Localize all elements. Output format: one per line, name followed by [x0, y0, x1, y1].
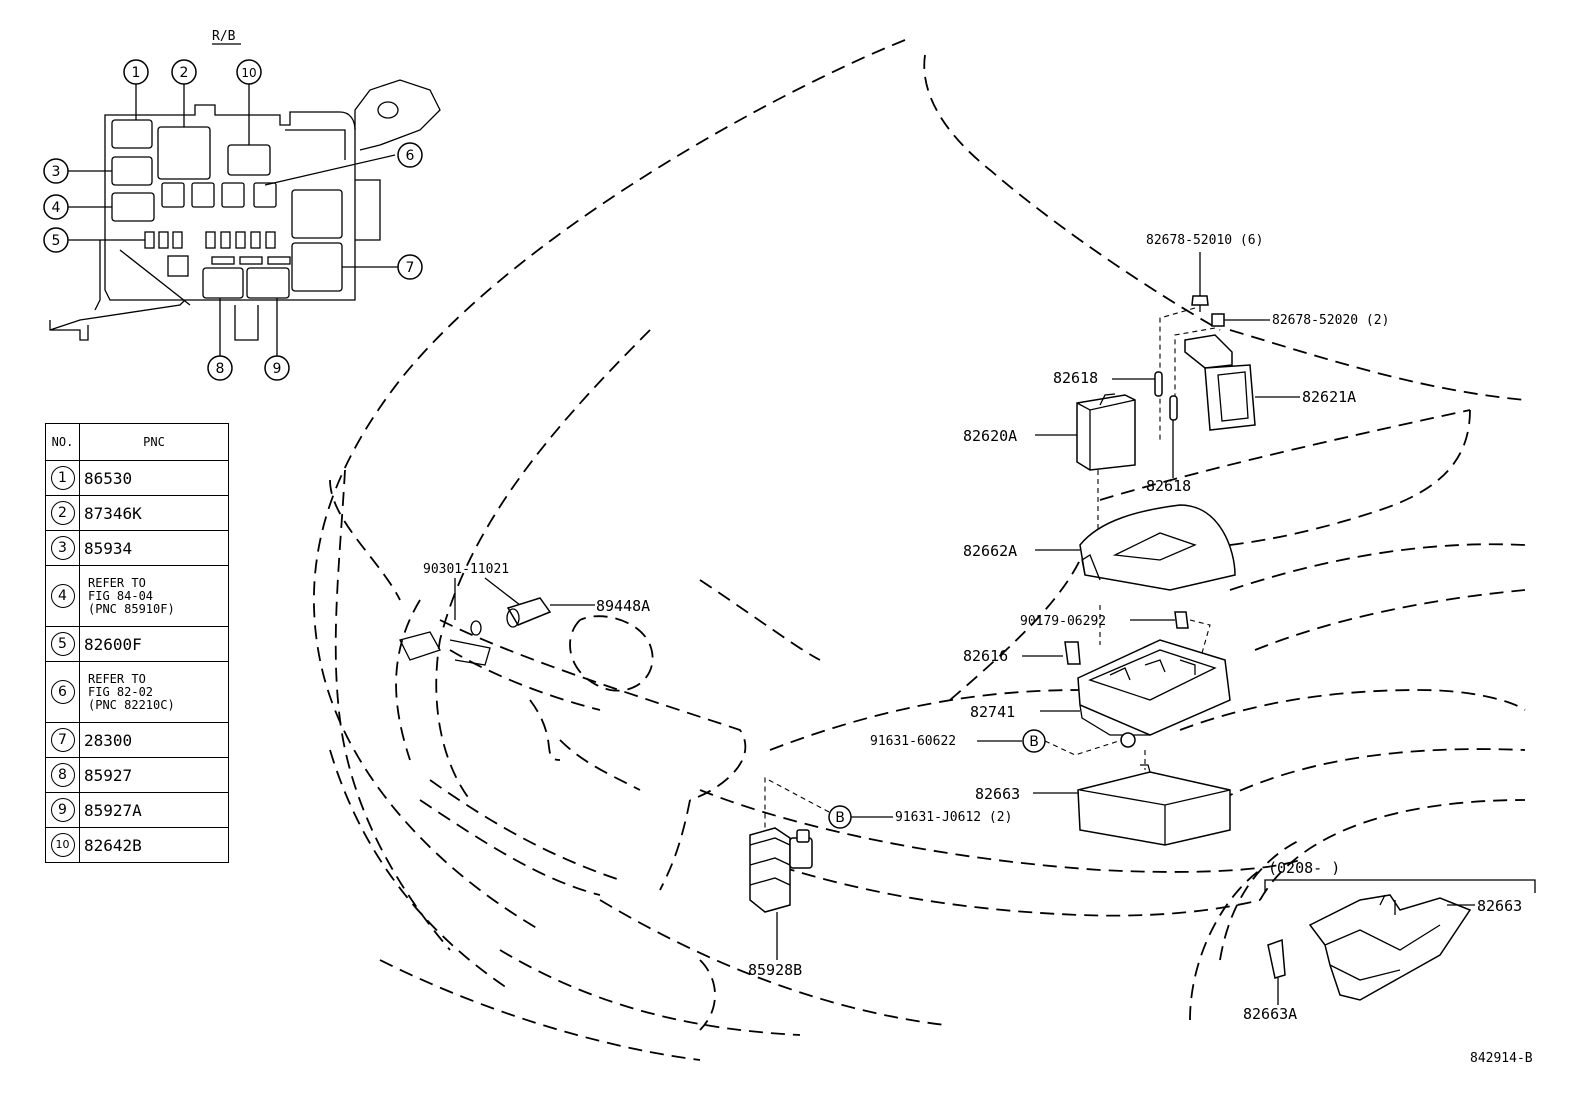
callout-4: 4	[43, 194, 69, 220]
row-number: 3	[50, 536, 75, 560]
svg-text:B: B	[1029, 734, 1039, 750]
table-row: 5 82600F	[45, 626, 229, 662]
relay-block-inset: R/B	[43, 29, 441, 381]
row-number: 2	[50, 501, 75, 525]
svg-text:3: 3	[52, 164, 61, 180]
row-pnc: 85934	[79, 530, 229, 566]
row-pnc: 28300	[79, 722, 229, 758]
callout-5: 5	[43, 227, 69, 253]
svg-text:90179-06292: 90179-06292	[1020, 614, 1106, 629]
svg-text:82618: 82618	[1053, 369, 1098, 387]
part-82621A: 82621A	[1184, 334, 1356, 431]
col-header-no: NO.	[45, 423, 80, 461]
part-82663: 82663	[975, 750, 1231, 846]
row-number: 6	[50, 680, 75, 704]
table-row: 4 REFER TO FIG 84-04 (PNC 85910F)	[45, 565, 229, 627]
row-pnc-line2: FIG 82-02	[88, 684, 154, 699]
part-90179: 90179-06292	[1020, 611, 1211, 661]
part-82678-bolts: 82678-52010 (6) 82678-52020 (2)	[1146, 233, 1389, 440]
row-pnc: 86530	[79, 460, 229, 496]
row-number: 10	[50, 833, 75, 857]
callout-8: 8	[207, 355, 233, 381]
part-85928B: 85928B	[748, 827, 813, 979]
row-pnc: 87346K	[79, 495, 229, 531]
callout-9: 9	[264, 355, 290, 381]
table-row: 6 REFER TO FIG 82-02 (PNC 82210C)	[45, 661, 229, 723]
row-pnc: 85927	[79, 757, 229, 793]
part-89448A: 90301-11021 89448A	[399, 562, 650, 666]
svg-text:82663: 82663	[1477, 897, 1522, 915]
callout-10: 10	[236, 59, 262, 85]
part-82620A: 82620A	[963, 393, 1136, 471]
svg-text:6: 6	[406, 148, 415, 164]
callout-6: 6	[397, 142, 423, 168]
table-row: 3 85934	[45, 530, 229, 566]
svg-text:1: 1	[132, 65, 141, 81]
callout-2: 2	[171, 59, 197, 85]
table-row: 9 85927A	[45, 792, 229, 828]
callout-7: 7	[397, 254, 423, 280]
row-number: 7	[50, 728, 75, 752]
figure-id: 842914-B	[1470, 1051, 1533, 1066]
inset-0208: (0208- ) 82663 82663A	[1243, 859, 1536, 1023]
svg-text:85928B: 85928B	[748, 961, 802, 979]
table-row: 2 87346K	[45, 495, 229, 531]
svg-text:82620A: 82620A	[963, 427, 1017, 445]
svg-text:(0208- ): (0208- )	[1268, 859, 1340, 877]
row-number: 4	[50, 584, 75, 608]
row-pnc-line3: (PNC 82210C)	[88, 697, 175, 712]
svg-text:82678-52020 (2): 82678-52020 (2)	[1272, 313, 1389, 328]
svg-text:8: 8	[216, 361, 225, 377]
row-number: 1	[50, 466, 75, 490]
svg-text:7: 7	[406, 260, 415, 276]
callout-3: 3	[43, 158, 69, 184]
svg-text:2: 2	[180, 65, 189, 81]
row-pnc: 82642B	[79, 827, 229, 863]
table-row: 10 82642B	[45, 827, 229, 863]
part-91631-J0612: B 91631-J0612 (2)	[764, 777, 1012, 830]
svg-text:82678-52010 (6): 82678-52010 (6)	[1146, 233, 1263, 248]
row-number: 9	[50, 798, 75, 822]
row-number: 5	[50, 632, 75, 656]
svg-text:B: B	[835, 810, 845, 826]
svg-text:82616: 82616	[963, 647, 1008, 665]
svg-text:91631-J0612 (2): 91631-J0612 (2)	[895, 810, 1012, 825]
svg-text:82662A: 82662A	[963, 542, 1017, 560]
vehicle-outline	[313, 39, 1526, 1061]
part-82662A: 82662A	[963, 470, 1236, 591]
part-91631-60622: 91631-60622 B	[870, 729, 1123, 756]
svg-text:4: 4	[52, 200, 61, 216]
svg-text:89448A: 89448A	[596, 597, 650, 615]
svg-text:82663: 82663	[975, 785, 1020, 803]
table-row: 8 85927	[45, 757, 229, 793]
part-82616: 82616	[963, 641, 1081, 665]
svg-text:10: 10	[241, 66, 256, 80]
row-pnc-line3: (PNC 85910F)	[88, 601, 175, 616]
pnc-table: NO. PNC 1 86530 2 87346K 3 85934 4 REFER…	[45, 423, 229, 863]
svg-text:82663A: 82663A	[1243, 1005, 1297, 1023]
svg-text:90301-11021: 90301-11021	[423, 562, 509, 577]
col-header-pnc: PNC	[79, 423, 229, 461]
table-row: 1 86530	[45, 460, 229, 496]
svg-text:82621A: 82621A	[1302, 388, 1356, 406]
callout-1: 1	[123, 59, 149, 85]
svg-text:82741: 82741	[970, 703, 1015, 721]
row-pnc-line1: REFER TO	[88, 575, 146, 590]
row-pnc-line1: REFER TO	[88, 671, 146, 686]
row-pnc: 85927A	[79, 792, 229, 828]
table-row: 7 28300	[45, 722, 229, 758]
part-82741: 82741	[970, 605, 1231, 748]
row-pnc: 82600F	[79, 626, 229, 662]
part-82618-clips: 82618 82618	[1053, 369, 1191, 495]
row-pnc-line2: FIG 84-04	[88, 588, 154, 603]
svg-text:5: 5	[52, 233, 61, 249]
svg-text:9: 9	[273, 361, 282, 377]
row-number: 8	[50, 763, 75, 787]
rb-title: R/B	[212, 29, 236, 44]
svg-text:91631-60622: 91631-60622	[870, 734, 956, 749]
svg-text:82618: 82618	[1146, 477, 1191, 495]
